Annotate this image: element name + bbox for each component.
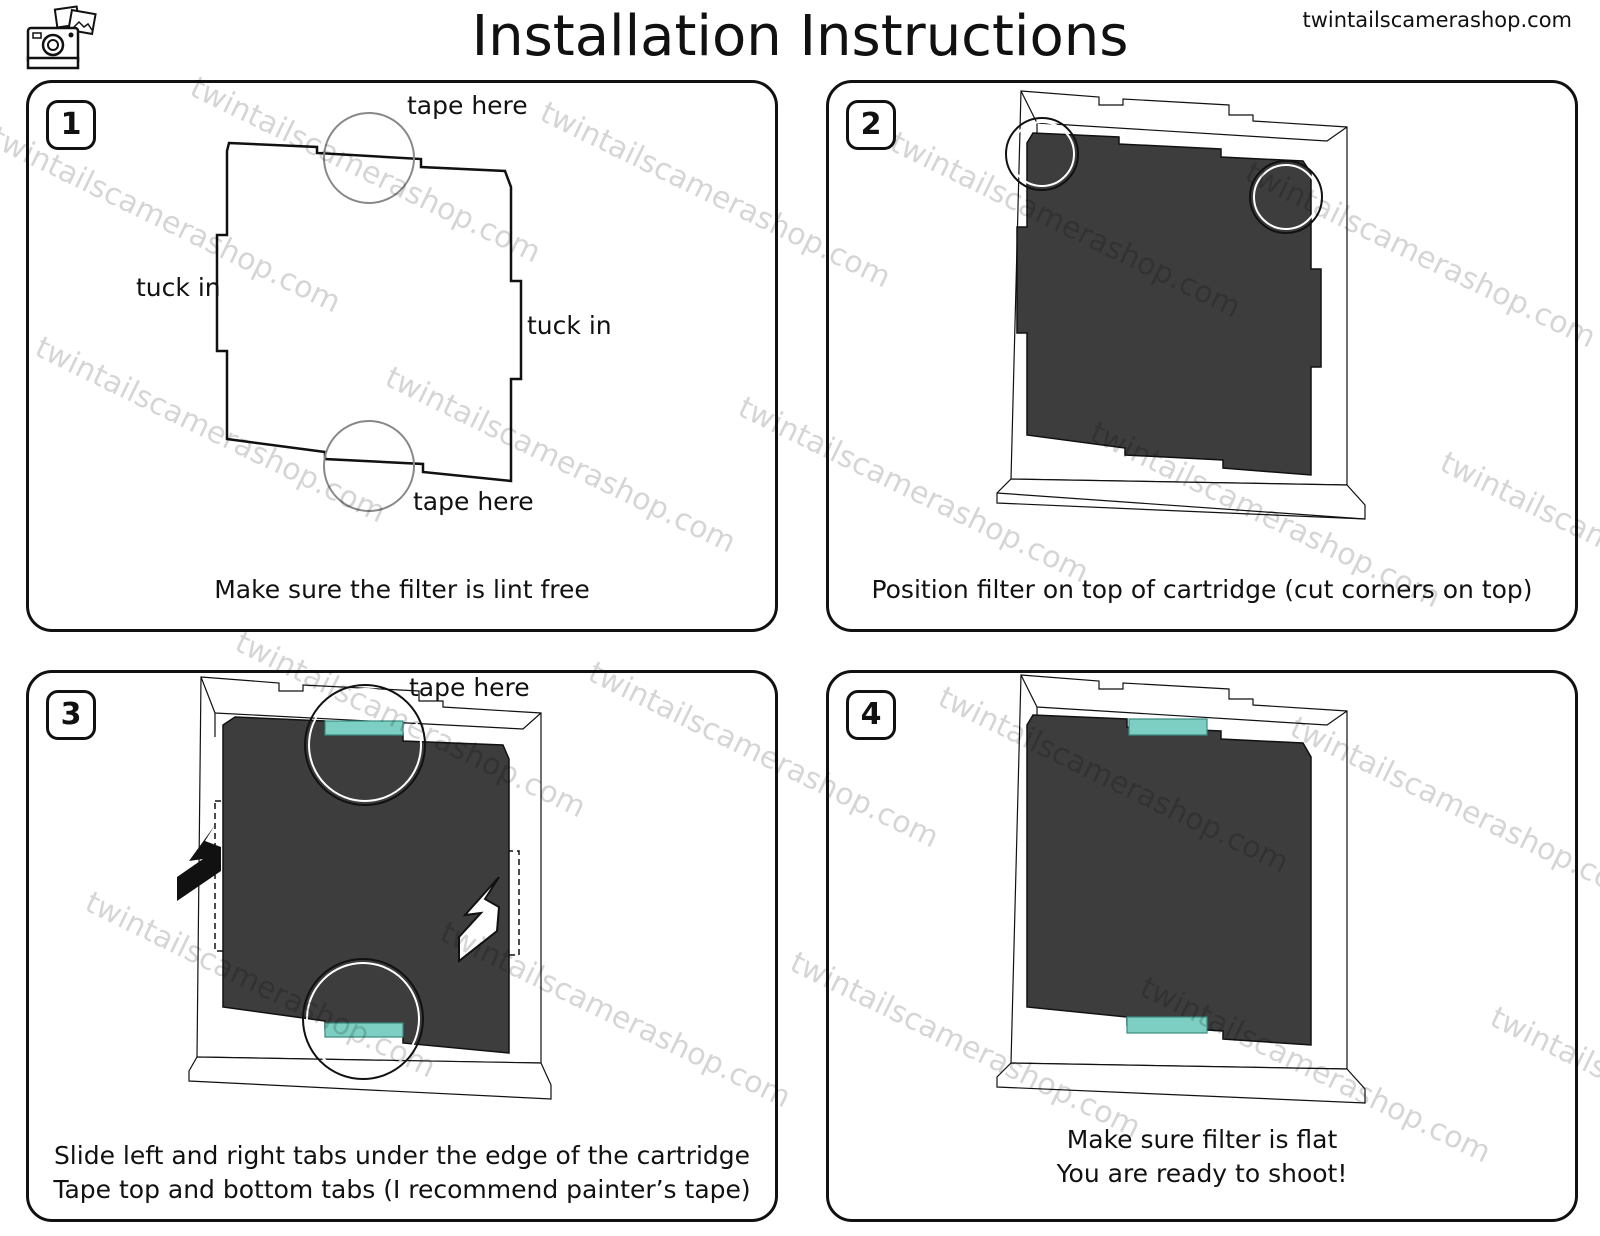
- filter-dark: [222, 716, 510, 1054]
- site-url: twintailscamerashop.com: [1302, 8, 1572, 32]
- step-number: 2: [846, 100, 896, 150]
- label-tuck-right: tuck in: [527, 311, 612, 340]
- label-tape-bottom: tape here: [413, 487, 534, 516]
- tape-bottom: [324, 1022, 404, 1038]
- page-title: Installation Instructions: [471, 4, 1129, 69]
- tape-top: [324, 720, 404, 736]
- step-2-panel: 2 Position filter on top of cartridge (c…: [826, 80, 1578, 632]
- step-caption-line2: Tape top and bottom tabs (I recommend pa…: [53, 1175, 751, 1204]
- label-tape-top: tape here: [407, 91, 528, 120]
- tape-bottom: [1126, 1016, 1208, 1034]
- step-caption: Position filter on top of cartridge (cut…: [871, 575, 1533, 604]
- step-caption-line2: You are ready to shoot!: [1056, 1159, 1348, 1188]
- label-tuck-left: tuck in: [136, 273, 221, 302]
- step-caption-line1: Make sure filter is flat: [1066, 1125, 1338, 1154]
- filter-shape: [215, 141, 523, 483]
- tape-top: [1128, 718, 1208, 736]
- camera-logo-icon: [26, 5, 97, 70]
- step-number: 3: [46, 690, 96, 740]
- step-4-panel: 4 Make sure filter is flat You are ready…: [826, 670, 1578, 1222]
- tape-circle-bottom: [323, 420, 415, 512]
- label-tape-top: tape here: [409, 673, 530, 702]
- filter-outline-diagram: [215, 112, 523, 512]
- step-number: 4: [846, 690, 896, 740]
- step-caption-line1: Slide left and right tabs under the edge…: [53, 1141, 751, 1170]
- filter-dark: [1026, 714, 1312, 1046]
- cartridge-diagram: [996, 90, 1366, 520]
- filter-dark: [1016, 132, 1322, 476]
- finished-diagram: [996, 674, 1366, 1104]
- step-1-panel: 1 tape here tape here tuck in tuck in Ma…: [26, 80, 778, 632]
- step-number: 1: [46, 100, 96, 150]
- arrow-black-icon: [177, 825, 221, 901]
- step-caption: Make sure the filter is lint free: [214, 575, 590, 604]
- step-3-panel: 3 tape here Slide left and right tabs un…: [26, 670, 778, 1222]
- tucking-diagram: [177, 676, 552, 1100]
- tape-circle-top: [323, 112, 415, 204]
- arrow-white-icon: [458, 876, 501, 964]
